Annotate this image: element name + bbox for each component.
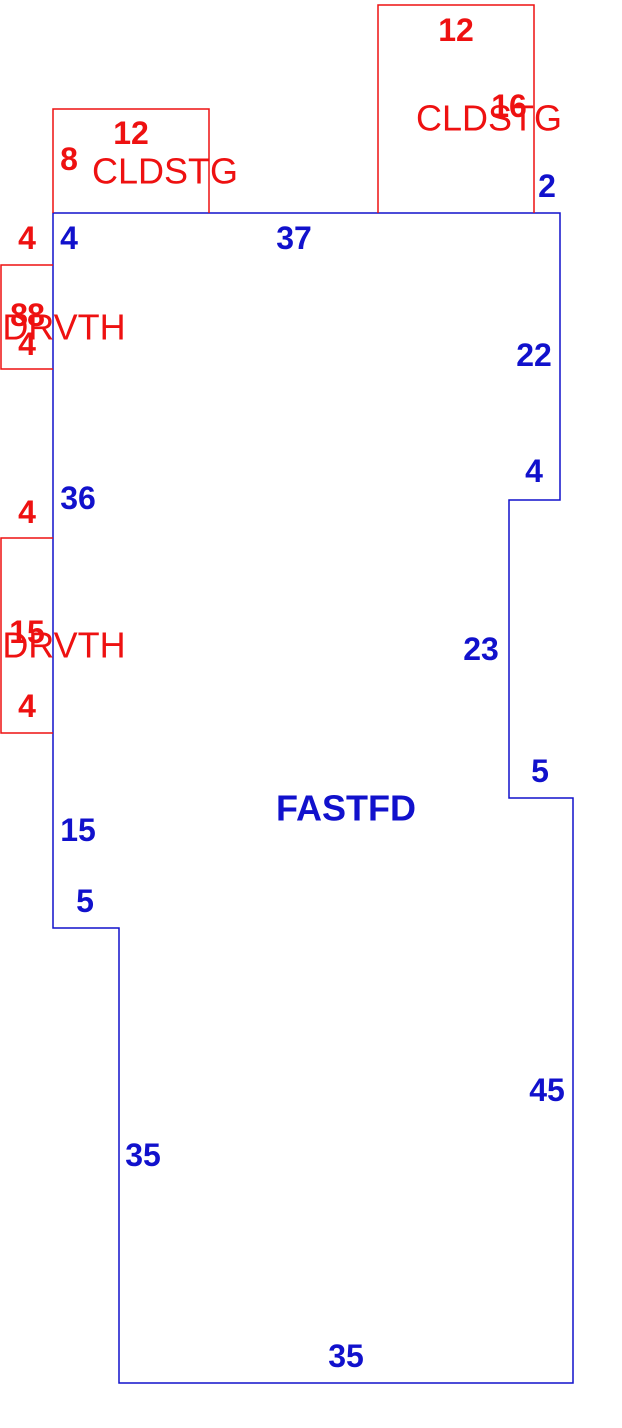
fastfd-right-step-label: 5	[531, 753, 549, 789]
cldstg-right-outline	[377, 4, 535, 213]
cldstg-left-outline	[52, 108, 210, 213]
drvth-upper-length-label: 8	[10, 297, 28, 333]
cldstg-left-name: CLDSTG	[92, 151, 238, 192]
fastfd-outline	[52, 212, 574, 1384]
drvth-upper-length-overlap-label: 8	[27, 297, 45, 333]
drvth-upper-outline	[0, 264, 53, 370]
fastfd-upper-right-label: 22	[516, 337, 552, 373]
fastfd-lower-left-label: 35	[125, 1137, 161, 1173]
fastfd-name: FASTFD	[276, 788, 416, 829]
fastfd-middle-right-label: 23	[463, 631, 499, 667]
fastfd-lower-right-label: 45	[529, 1072, 565, 1108]
drvth-lower-name: DRVTH	[2, 625, 125, 666]
drvth-lower-outline	[0, 537, 53, 734]
cldstg-right-width-label: 12	[438, 12, 474, 48]
drvth-lower-bottom-label: 4	[18, 688, 36, 724]
drvth-lower-length-label: 15	[9, 614, 45, 650]
cldstg-left-width-label: 12	[113, 115, 149, 151]
fastfd-right-jog-label: 4	[525, 453, 543, 489]
drvth-upper-name: DRVTH	[2, 307, 125, 348]
fastfd-top-right-jog-label: 2	[538, 168, 556, 204]
fastfd-left-lower-label: 15	[60, 812, 96, 848]
fastfd-top-label: 37	[276, 220, 312, 256]
drvth-upper-bottom-label: 4	[18, 326, 36, 362]
fastfd-left-step-label: 5	[76, 883, 94, 919]
cldstg-right-depth-label: 16	[491, 88, 527, 124]
drvth-upper-top-label: 4	[18, 220, 36, 256]
drvth-lower-top-label: 4	[18, 494, 36, 530]
fastfd-bottom-label: 35	[328, 1338, 364, 1374]
cldstg-right-name: CLDSTG	[416, 98, 562, 139]
cldstg-left-depth-label: 8	[60, 141, 78, 177]
fastfd-top-left-jog-label: 4	[60, 220, 78, 256]
fastfd-left-upper-label: 36	[60, 480, 96, 516]
